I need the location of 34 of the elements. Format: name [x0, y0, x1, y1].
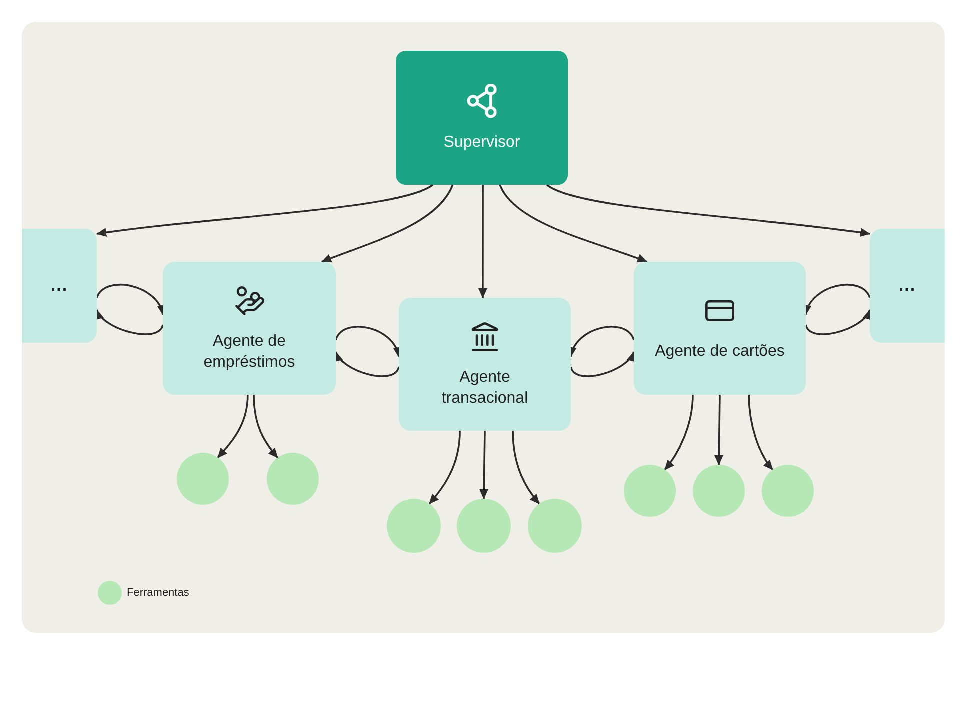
arrow [96, 310, 164, 336]
node-label: Agente transacional [440, 368, 530, 408]
node-label: Agente de empréstimos [202, 332, 296, 372]
arrow [804, 284, 871, 316]
arrow [217, 394, 249, 459]
agent-box [22, 229, 97, 343]
arrow [748, 394, 774, 471]
agent-box [163, 262, 336, 395]
arrow [569, 326, 635, 358]
arrow [96, 284, 165, 316]
node-label: ... [50, 276, 68, 296]
arrow [805, 310, 871, 336]
arrow [253, 394, 279, 459]
agent-box [870, 229, 945, 343]
node-label: Agente de cartões [655, 342, 785, 362]
arrow [499, 184, 648, 263]
arrow [570, 352, 635, 378]
arrow [96, 184, 434, 238]
arrow [478, 185, 488, 298]
arrow [335, 326, 401, 358]
arrow [512, 430, 540, 505]
node-label: ... [898, 276, 916, 296]
node-label: Supervisor [444, 132, 520, 152]
arrow [480, 431, 489, 500]
arrow [322, 184, 454, 263]
arrow [546, 184, 870, 238]
legend-label: Ferramentas [127, 586, 190, 601]
arrow [428, 430, 461, 505]
arrow [335, 352, 400, 378]
supervisor-box [396, 51, 568, 185]
arrow [714, 395, 724, 466]
arrow [664, 394, 694, 471]
agent-box [634, 262, 806, 395]
agent-box [399, 298, 571, 431]
